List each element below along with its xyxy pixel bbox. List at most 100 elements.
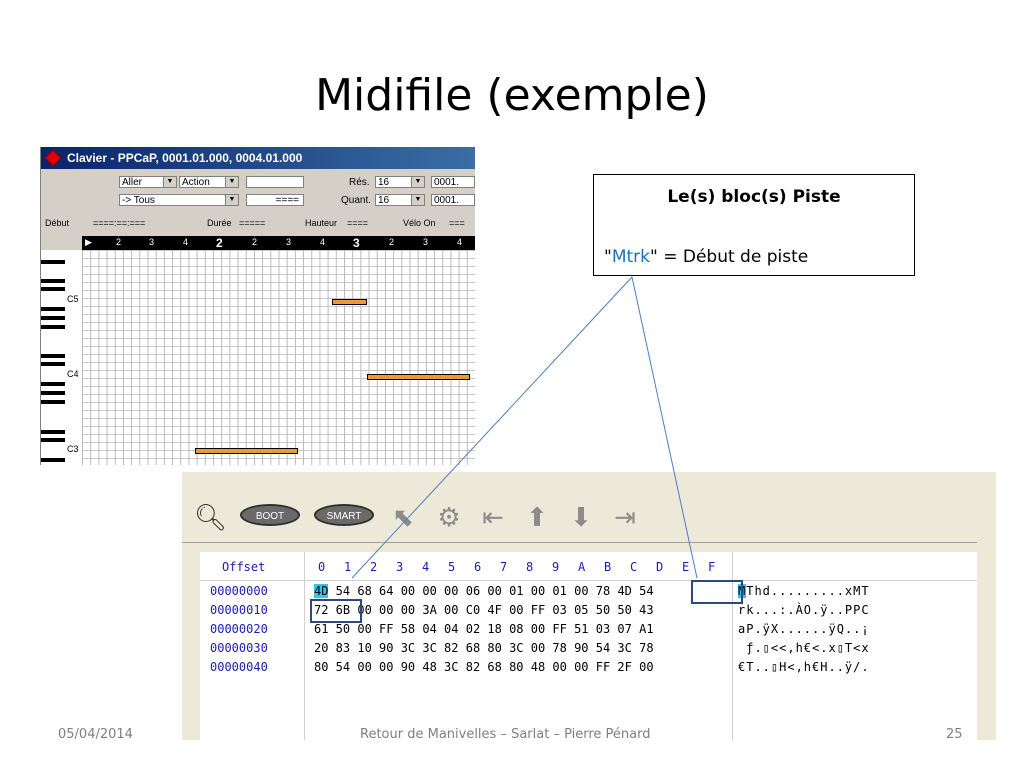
black-key[interactable] xyxy=(41,307,65,311)
row-ascii[interactable]: rk...:.ÀO.ÿ..PPC xyxy=(738,603,870,617)
aller-label: Aller xyxy=(122,177,143,188)
tous-dropdown[interactable]: -> Tous ▼ xyxy=(119,194,239,206)
quant-dropdown[interactable]: 16 ▼ xyxy=(375,194,425,206)
hex-view[interactable]: Offset 0 1 2 3 4 5 6 7 8 9 A B C D E F 0… xyxy=(200,552,977,740)
row-offset: 00000030 xyxy=(210,641,268,655)
res-field[interactable]: 0001. xyxy=(431,176,475,188)
clavier-window: Clavier - PPCaP, 0001.01.000, 0004.01.00… xyxy=(40,147,475,465)
selected-byte[interactable]: 4D xyxy=(314,584,329,598)
quant-field-value: 0001. xyxy=(434,195,460,206)
time-ruler[interactable]: ▶ 2 3 4 2 2 3 4 3 2 3 4 xyxy=(82,236,475,250)
res-value: 16 xyxy=(378,177,390,188)
arrow-down-icon[interactable]: ⬇ xyxy=(570,502,592,532)
ruler-tick: 4 xyxy=(320,237,326,247)
quant-field[interactable]: 0001. xyxy=(431,194,475,206)
column-header: D xyxy=(656,560,664,574)
row-ascii[interactable]: ƒ.▯<<‚h€<.x▯T<x xyxy=(738,641,870,655)
column-header: 8 xyxy=(526,560,534,574)
midi-note[interactable] xyxy=(332,299,367,305)
black-key[interactable] xyxy=(41,260,65,264)
column-header: F xyxy=(708,560,716,574)
action-label: Action xyxy=(182,177,210,188)
velo-value: === xyxy=(449,218,465,228)
res-label: Rés. xyxy=(349,177,370,188)
clavier-titlebar[interactable]: Clavier - PPCaP, 0001.01.000, 0004.01.00… xyxy=(41,147,475,169)
column-header: 7 xyxy=(500,560,508,574)
res-field-value: 0001. xyxy=(434,177,460,188)
black-key[interactable] xyxy=(41,316,65,320)
ruler-tick: 3 xyxy=(286,237,292,247)
separator xyxy=(304,552,305,740)
ruler-tick: 4 xyxy=(183,237,189,247)
res-dropdown[interactable]: 16 ▼ xyxy=(375,176,425,188)
black-key[interactable] xyxy=(41,325,65,329)
note-grid[interactable] xyxy=(82,250,475,465)
column-header: 9 xyxy=(552,560,560,574)
boot-button[interactable]: BOOT xyxy=(240,504,300,526)
row-offset: 00000020 xyxy=(210,622,268,636)
column-header: 3 xyxy=(396,560,404,574)
gear-icon[interactable]: ⚙ xyxy=(437,502,461,532)
black-key[interactable] xyxy=(41,438,65,442)
arrow-up-left-icon[interactable]: ⬉ xyxy=(392,502,414,532)
chevron-down-icon: ▼ xyxy=(225,195,238,205)
black-key[interactable] xyxy=(41,458,65,462)
smart-button[interactable]: SMART xyxy=(314,504,374,526)
duree-value: ===== xyxy=(239,218,266,228)
black-key[interactable] xyxy=(41,430,65,434)
column-header: B xyxy=(604,560,612,574)
callout-text: "Mtrk" = Début de piste xyxy=(604,247,808,267)
dashes-field[interactable]: ==== xyxy=(246,194,304,206)
row-offset: 00000040 xyxy=(210,660,268,674)
black-key[interactable] xyxy=(41,400,65,404)
black-key[interactable] xyxy=(41,287,65,291)
aller-dropdown[interactable]: Aller ▼ xyxy=(119,176,177,188)
black-key[interactable] xyxy=(41,362,65,366)
byte-values: 54 68 64 00 00 00 06 00 01 00 01 00 78 4… xyxy=(328,584,654,598)
midi-note[interactable] xyxy=(367,374,470,380)
playhead-icon[interactable]: ▶ xyxy=(85,237,92,247)
midi-note[interactable] xyxy=(195,448,298,454)
row-bytes[interactable]: 20 83 10 90 3C 3C 82 68 80 3C 00 78 90 5… xyxy=(314,641,654,655)
black-key[interactable] xyxy=(41,279,65,283)
blank-field[interactable] xyxy=(246,176,304,188)
row-bytes[interactable]: 80 54 00 00 90 48 3C 82 68 80 48 00 00 F… xyxy=(314,660,654,674)
first-icon[interactable]: ⇤ xyxy=(482,502,504,532)
duree-label: Durée xyxy=(207,218,232,228)
black-key[interactable] xyxy=(41,354,65,358)
row-offset: 00000000 xyxy=(210,584,268,598)
separator xyxy=(732,552,733,740)
ruler-measure: 2 xyxy=(216,236,223,250)
mtrk-highlight: Mtrk xyxy=(611,247,650,267)
row-ascii[interactable]: €T..▯H<‚h€H..ÿ/. xyxy=(738,660,870,674)
connector-line xyxy=(631,276,698,579)
column-header: A xyxy=(578,560,586,574)
quote-mark: " xyxy=(604,247,612,267)
magnifier-icon[interactable]: 🔍︎ xyxy=(194,502,228,532)
row-ascii[interactable]: aP.ÿX......ÿQ..¡ xyxy=(738,622,870,636)
ruler-tick: 3 xyxy=(149,237,155,247)
black-key[interactable] xyxy=(41,382,65,386)
hauteur-label: Hauteur xyxy=(305,218,338,228)
black-key[interactable] xyxy=(41,391,65,395)
piano-keyboard[interactable]: C5 C4 C3 xyxy=(41,250,83,465)
row-bytes[interactable]: 4D 54 68 64 00 00 00 06 00 01 00 01 00 7… xyxy=(314,584,654,598)
action-dropdown[interactable]: Action ▼ xyxy=(179,176,239,188)
debut-label: Début xyxy=(45,218,70,228)
callout-box: Le(s) bloc(s) Piste "Mtrk" = Début de pi… xyxy=(593,174,915,276)
last-icon[interactable]: ⇥ xyxy=(614,502,636,532)
slide-title: Midifile (exemple) xyxy=(315,70,709,121)
tous-label: -> Tous xyxy=(122,195,155,206)
mtrk-box-row0 xyxy=(691,580,743,604)
ruler-tick: 2 xyxy=(252,237,258,247)
ruler-tick: 4 xyxy=(457,237,463,247)
connector-line xyxy=(351,276,633,579)
footer-center: Retour de Manivelles – Sarlat – Pierre P… xyxy=(360,727,651,742)
chevron-down-icon: ▼ xyxy=(225,177,238,187)
column-header: 4 xyxy=(422,560,430,574)
row-bytes[interactable]: 72 6B 00 00 00 3A 00 C0 4F 00 FF 03 05 5… xyxy=(314,603,654,617)
arrow-up-icon[interactable]: ⬆ xyxy=(526,502,548,532)
octave-label: C4 xyxy=(67,369,79,379)
row-bytes[interactable]: 61 50 00 FF 58 04 04 02 18 08 00 FF 51 0… xyxy=(314,622,654,636)
column-header: 5 xyxy=(448,560,456,574)
